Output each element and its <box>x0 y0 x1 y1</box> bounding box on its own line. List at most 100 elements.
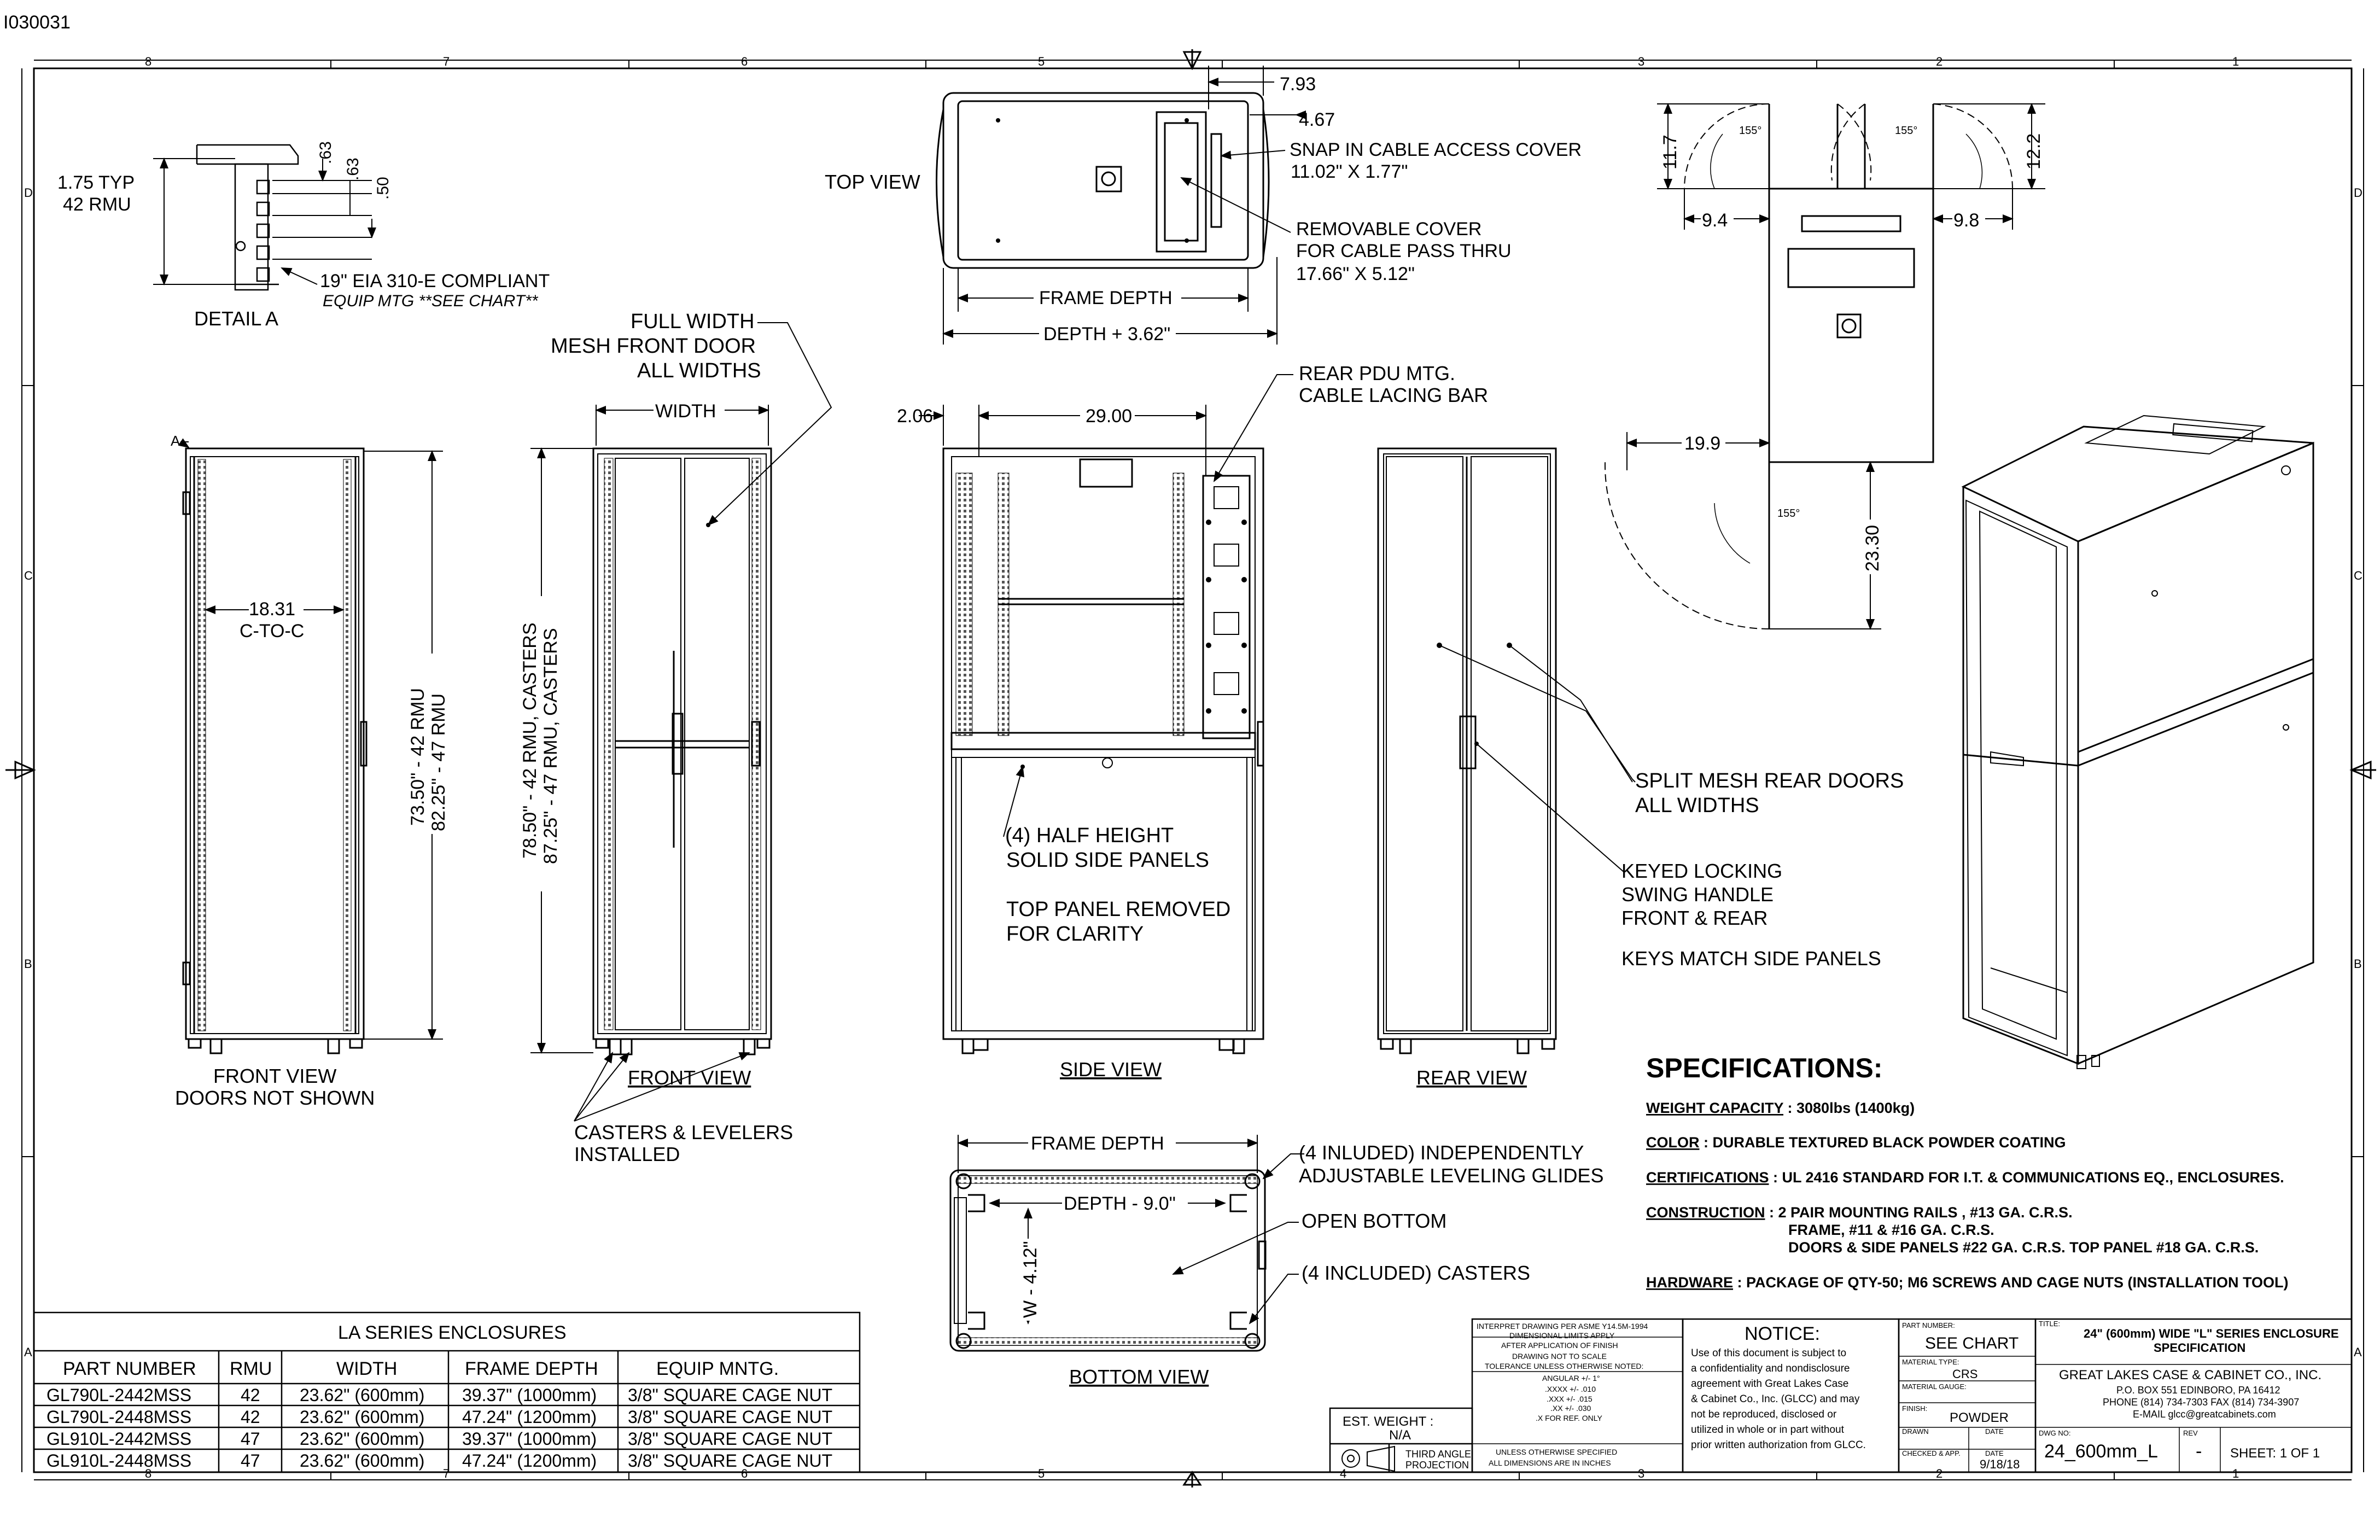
isometric-view <box>1961 415 2314 1069</box>
svg-text:A: A <box>24 1345 32 1359</box>
svg-text:ALL WIDTHS: ALL WIDTHS <box>1635 794 1759 817</box>
bottom-view: FRAME DEPTH DEPTH - 9.0" W - 4.12" (4 IN… <box>949 1133 1604 1388</box>
svg-text:AFTER APPLICATION OF FINISH: AFTER APPLICATION OF FINISH <box>1501 1341 1618 1350</box>
svg-text:6: 6 <box>741 55 748 68</box>
detail-a-typ: 1.75 TYP <box>57 172 135 193</box>
svg-text:FOR CLARITY: FOR CLARITY <box>1006 923 1144 946</box>
front-view-door: FULL WIDTH MESH FRONT DOOR ALL WIDTHS WI… <box>517 310 832 1165</box>
svg-text:19.9: 19.9 <box>1684 433 1720 454</box>
svg-text:8: 8 <box>145 55 151 68</box>
svg-text:5: 5 <box>1038 55 1045 68</box>
svg-text:23.62" (600mm): 23.62" (600mm) <box>300 1407 424 1427</box>
parts-table: LA SERIES ENCLOSURES PART NUMBER RMU WID… <box>33 1311 861 1473</box>
svg-text:3/8" SQUARE CAGE NUT: 3/8" SQUARE CAGE NUT <box>628 1385 832 1405</box>
svg-text:GL790L-2448MSS: GL790L-2448MSS <box>46 1407 191 1427</box>
svg-text:MATERIAL GAUGE:: MATERIAL GAUGE: <box>1902 1382 1967 1391</box>
svg-text:DOORS & SIDE PANELS #22 GA. C.: DOORS & SIDE PANELS #22 GA. C.R.S. TOP P… <box>1788 1239 2259 1256</box>
side-view: 2.06 29.00 REAR PDU MTG. CABLE LACING BA… <box>897 362 1488 1081</box>
svg-text:73.50" - 42 RMU: 73.50" - 42 RMU <box>407 688 428 826</box>
svg-text:29.00: 29.00 <box>1086 406 1132 427</box>
front-view-title: FRONT VIEW <box>628 1066 751 1089</box>
svg-text:TITLE:: TITLE: <box>2039 1320 2060 1328</box>
svg-text:2: 2 <box>1936 1467 1942 1480</box>
svg-text:DWG NO:: DWG NO: <box>2039 1429 2071 1437</box>
svg-text:DATE: DATE <box>1985 1427 2004 1436</box>
svg-text:CERTIFICATIONS : UL 2416 STAND: CERTIFICATIONS : UL 2416 STANDARD FOR I.… <box>1646 1169 2284 1186</box>
svg-text:E-MAIL glcc@greatcabinets.com: E-MAIL glcc@greatcabinets.com <box>2133 1409 2276 1420</box>
svg-text:RMU: RMU <box>230 1358 272 1379</box>
svg-text:CABLE LACING BAR: CABLE LACING BAR <box>1299 384 1488 406</box>
svg-text:WIDTH: WIDTH <box>336 1358 397 1379</box>
svg-text:SPECIFICATION: SPECIFICATION <box>2154 1341 2245 1355</box>
svg-text:A: A <box>2354 1345 2362 1359</box>
table-title: LA SERIES ENCLOSURES <box>338 1322 567 1343</box>
svg-text:ADJUSTABLE LEVELING GLIDES: ADJUSTABLE LEVELING GLIDES <box>1299 1164 1604 1187</box>
bottom-view-title: BOTTOM VIEW <box>1069 1366 1209 1388</box>
svg-text:FRONT & REAR: FRONT & REAR <box>1621 907 1768 929</box>
svg-text:39.37" (1000mm): 39.37" (1000mm) <box>462 1385 597 1405</box>
svg-text:23.30: 23.30 <box>1862 525 1883 571</box>
svg-text:9.4: 9.4 <box>1702 210 1728 231</box>
projection-symbol-icon <box>1341 1445 1395 1472</box>
svg-text:87.25" - 47 RMU, CASTERS: 87.25" - 47 RMU, CASTERS <box>540 628 561 864</box>
svg-text:155°: 155° <box>1895 125 1917 137</box>
svg-text:.XX +/- .030: .XX +/- .030 <box>1550 1404 1591 1413</box>
svg-text:DRAWN: DRAWN <box>1902 1427 1929 1436</box>
svg-text:CHECKED & APP.: CHECKED & APP. <box>1902 1449 1961 1457</box>
svg-text:PART NUMBER: PART NUMBER <box>63 1358 196 1379</box>
svg-text:THIRD ANGLE: THIRD ANGLE <box>1405 1449 1471 1460</box>
svg-text:INTERPRET DRAWING PER ASME Y14: INTERPRET DRAWING PER ASME Y14.5M-1994 <box>1477 1322 1648 1331</box>
svg-text:WEIGHT CAPACITY : 3080lbs (140: WEIGHT CAPACITY : 3080lbs (1400kg) <box>1646 1100 1915 1116</box>
door-swing-view: 11.7 12.2 155° 155° 155° 9.4 9.8 19.9 23… <box>1604 103 2045 630</box>
svg-text:prior written authorization fr: prior written authorization from GLCC. <box>1691 1439 1866 1451</box>
svg-text:utilized in whole or in part w: utilized in whole or in part without <box>1691 1424 1845 1436</box>
svg-text:23.62" (600mm): 23.62" (600mm) <box>300 1451 424 1471</box>
svg-text:12.2: 12.2 <box>2023 133 2044 170</box>
svg-text:PART NUMBER:: PART NUMBER: <box>1902 1321 1955 1329</box>
svg-text:.63: .63 <box>344 158 362 180</box>
svg-text:DIMENSIONAL LIMITS APPLY: DIMENSIONAL LIMITS APPLY <box>1509 1331 1615 1340</box>
front-view-nodoors-title: FRONT VIEW <box>213 1065 336 1087</box>
svg-text:42: 42 <box>241 1407 260 1427</box>
svg-text:a confidentiality and nondiscl: a confidentiality and nondisclosure <box>1691 1363 1850 1374</box>
centering-marks <box>5 49 2376 1488</box>
svg-text:GL910L-2442MSS: GL910L-2442MSS <box>46 1429 191 1449</box>
svg-text:FINISH:: FINISH: <box>1902 1404 1927 1413</box>
svg-text:D: D <box>2354 186 2362 200</box>
svg-text:4.67: 4.67 <box>1299 109 1335 130</box>
svg-text:3/8" SQUARE CAGE NUT: 3/8" SQUARE CAGE NUT <box>628 1407 832 1427</box>
svg-text:47: 47 <box>241 1451 260 1471</box>
front-view-no-doors: A 18.31 C-TO-C 73.50" - 42 RMU 82.25" - … <box>171 433 451 1109</box>
svg-text:1: 1 <box>2232 55 2239 68</box>
svg-text:CRS: CRS <box>1952 1367 1978 1381</box>
zone-labels: 8 7 6 5 3 2 1 8 7 6 5 4 3 2 1 D C B A D … <box>24 55 2362 1480</box>
svg-text:EST. WEIGHT :: EST. WEIGHT : <box>1343 1414 1433 1429</box>
svg-text:23.62" (600mm): 23.62" (600mm) <box>300 1385 424 1405</box>
svg-text:39.37" (1000mm): 39.37" (1000mm) <box>462 1429 597 1449</box>
svg-text:17.66" X 5.12": 17.66" X 5.12" <box>1296 264 1415 284</box>
title-block: EST. WEIGHT : N/A THIRD ANGLE PROJECTION… <box>1329 1318 2353 1473</box>
svg-text:INSTALLED: INSTALLED <box>574 1143 680 1165</box>
svg-text:7.93: 7.93 <box>1280 74 1316 95</box>
rear-view-title: REAR VIEW <box>1416 1066 1527 1089</box>
svg-text:.X FOR REF. ONLY: .X FOR REF. ONLY <box>1536 1414 1603 1422</box>
svg-text:FRAME DEPTH: FRAME DEPTH <box>465 1358 598 1379</box>
svg-text:not be reproduced, disclosed o: not be reproduced, disclosed or <box>1691 1409 1837 1420</box>
svg-text:.63: .63 <box>317 141 335 164</box>
svg-text:DOORS NOT SHOWN: DOORS NOT SHOWN <box>175 1087 375 1109</box>
svg-text:D: D <box>24 186 33 200</box>
svg-text:SWING HANDLE: SWING HANDLE <box>1621 883 1774 906</box>
zone-ticks <box>22 60 2364 1480</box>
svg-text:FRAME DEPTH: FRAME DEPTH <box>1031 1133 1164 1154</box>
svg-text:5: 5 <box>1038 1467 1045 1480</box>
svg-text:C: C <box>2354 569 2362 582</box>
svg-text:1: 1 <box>2232 1467 2239 1480</box>
svg-text:6: 6 <box>741 1467 748 1480</box>
svg-text:42: 42 <box>241 1385 260 1405</box>
svg-text:C-TO-C: C-TO-C <box>240 621 304 641</box>
svg-text:& Cabinet Co., Inc. (GLCC) and: & Cabinet Co., Inc. (GLCC) and may <box>1691 1393 1860 1405</box>
svg-text:SNAP IN CABLE ACCESS COVER: SNAP IN CABLE ACCESS COVER <box>1290 139 1582 160</box>
svg-text:155°: 155° <box>1777 508 1800 520</box>
svg-text:REV: REV <box>2183 1429 2198 1437</box>
svg-text:155°: 155° <box>1739 125 1761 137</box>
